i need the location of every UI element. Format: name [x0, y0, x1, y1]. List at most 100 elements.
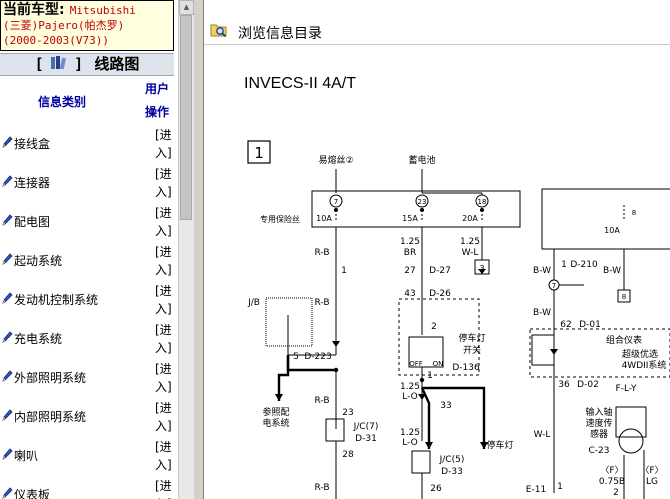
in-3: 感器	[590, 428, 608, 440]
browse-toolbar: 浏览信息目录	[204, 0, 670, 45]
enter-link-part1[interactable]: [进	[155, 206, 172, 220]
column-category: 信息类别	[38, 95, 87, 109]
enter-link-part2[interactable]: 入]	[155, 458, 172, 472]
bw2-label: B-W	[603, 266, 621, 276]
scroll-up-arrow-icon[interactable]: ▲	[179, 0, 194, 15]
category-row[interactable]: 发动机控制系统 [进入]	[0, 279, 178, 318]
n3-label: 3	[479, 264, 484, 273]
fly-label: F-L-Y	[616, 384, 637, 394]
category-name[interactable]: 发动机控制系统	[14, 293, 99, 307]
category-row[interactable]: 外部照明系统 [进入]	[0, 357, 178, 396]
rb4-label: R-B	[315, 483, 330, 493]
category-row[interactable]: 连接器 [进入]	[0, 162, 178, 201]
stop-switch-box	[408, 336, 444, 368]
category-row[interactable]: 起动系统 [进入]	[0, 240, 178, 279]
category-row[interactable]: 喇叭 [进入]	[0, 435, 178, 474]
jb-box	[265, 297, 313, 347]
category-row[interactable]: 接线盒 [进入]	[0, 123, 178, 162]
browse-directory-link[interactable]: 浏览信息目录	[238, 26, 322, 42]
enter-link-part2[interactable]: 入]	[155, 263, 172, 277]
w125lo2: 1.25	[400, 428, 420, 438]
n43-label: 43	[404, 289, 415, 299]
category-name[interactable]: 外部照明系统	[14, 371, 87, 385]
f075-label: 0.75B	[599, 477, 625, 487]
battery-label: 蓄电池	[408, 154, 435, 166]
category-name[interactable]: 内部照明系统	[14, 410, 87, 424]
r10a-label: 10A	[604, 226, 620, 235]
pencil-icon	[2, 370, 13, 382]
left-pane: 当前车型: Mitsubishi (三菱)Pajero(帕杰罗) (2000-2…	[0, 0, 178, 499]
bw1-label: B-W	[533, 266, 551, 276]
conn-18: 18	[478, 198, 487, 206]
jc5-box	[411, 450, 431, 474]
super-1: 超级优选	[622, 348, 658, 360]
category-name[interactable]: 充电系统	[14, 332, 63, 346]
enter-link-part1[interactable]: [进	[155, 128, 172, 142]
enter-link-part2[interactable]: 入]	[155, 185, 172, 199]
e11-label: E-11	[526, 485, 546, 495]
conn-23: 23	[418, 198, 427, 206]
enter-link-part1[interactable]: [进	[155, 479, 172, 493]
lo-label: L-O	[402, 392, 417, 402]
category-row[interactable]: 仪表板 [进入]	[0, 474, 178, 499]
category-name[interactable]: 连接器	[14, 176, 51, 190]
category-row[interactable]: 充电系统 [进入]	[0, 318, 178, 357]
enter-link-part1[interactable]: [进	[155, 401, 172, 415]
pane-splitter[interactable]	[194, 0, 204, 499]
left-scrollbar[interactable]: ▲	[178, 0, 194, 499]
enter-link-part1[interactable]: [进	[155, 440, 172, 454]
category-name[interactable]: 配电图	[14, 215, 51, 229]
category-row[interactable]: 内部照明系统 [进入]	[0, 396, 178, 435]
n1b-label: 1	[427, 371, 433, 381]
category-name[interactable]: 仪表板	[14, 488, 51, 499]
f075b-label: 〈F〉	[600, 465, 623, 476]
enter-link-part1[interactable]: [进	[155, 323, 172, 337]
in-1: 输入轴	[585, 406, 612, 418]
conn-7: 7	[334, 198, 338, 206]
rb-label: R-B	[315, 248, 330, 258]
d210-label: D-210	[570, 260, 598, 270]
enter-link-part2[interactable]: 入]	[155, 419, 172, 433]
n5-label: 5	[293, 352, 299, 362]
n8b-label: 8	[622, 293, 626, 301]
n8-label: 8	[632, 209, 636, 217]
category-row[interactable]: 配电图 [进入]	[0, 201, 178, 240]
enter-link-part1[interactable]: [进	[155, 245, 172, 259]
w125lo: 1.25	[400, 382, 420, 392]
wiring-schematic: 易熔丝② 蓄电池 7 23 18 10A 15A 20A R-B 1.25 BR…	[247, 140, 670, 499]
car-model-line1: Mitsubishi	[69, 4, 136, 17]
category-name[interactable]: 起动系统	[14, 254, 63, 268]
car-model-label: 当前车型:	[3, 2, 65, 18]
right-fuse-box	[541, 188, 670, 250]
pencil-icon	[2, 175, 13, 187]
enter-link-part1[interactable]: [进	[155, 362, 172, 376]
fuse-box	[311, 190, 521, 228]
d31-label: D-31	[355, 434, 377, 444]
rb2-label: R-B	[315, 298, 330, 308]
amp-20a: 20A	[462, 214, 478, 223]
enter-link-part2[interactable]: 入]	[155, 341, 172, 355]
enter-link-part2[interactable]: 入]	[155, 495, 172, 499]
category-name[interactable]: 喇叭	[14, 449, 39, 463]
scroll-thumb[interactable]	[180, 15, 192, 220]
w125wl: 1.25	[460, 237, 480, 247]
stop-sw-1: 停车灯	[458, 332, 485, 344]
section-box	[247, 140, 271, 164]
folder-search-icon[interactable]	[210, 21, 228, 39]
enter-link-part1[interactable]: [进	[155, 167, 172, 181]
bw3-label: B-W	[533, 308, 551, 318]
book-icon	[50, 56, 66, 70]
pencil-icon	[2, 331, 13, 343]
category-name[interactable]: 接线盒	[14, 137, 51, 151]
lo2-label: L-O	[402, 438, 417, 448]
enter-link-part2[interactable]: 入]	[155, 224, 172, 238]
enter-link-part2[interactable]: 入]	[155, 380, 172, 394]
enter-link-part2[interactable]: 入]	[155, 146, 172, 160]
enter-link-part2[interactable]: 入]	[155, 302, 172, 316]
dedicated-fuse-label: 专用保险丝	[260, 214, 300, 224]
d02-label: D-02	[577, 380, 599, 390]
pencil-icon	[2, 136, 13, 148]
enter-link-part1[interactable]: [进	[155, 284, 172, 298]
combo-label: 组合仪表	[606, 334, 642, 346]
flg1-label: 〈F〉	[640, 465, 663, 476]
